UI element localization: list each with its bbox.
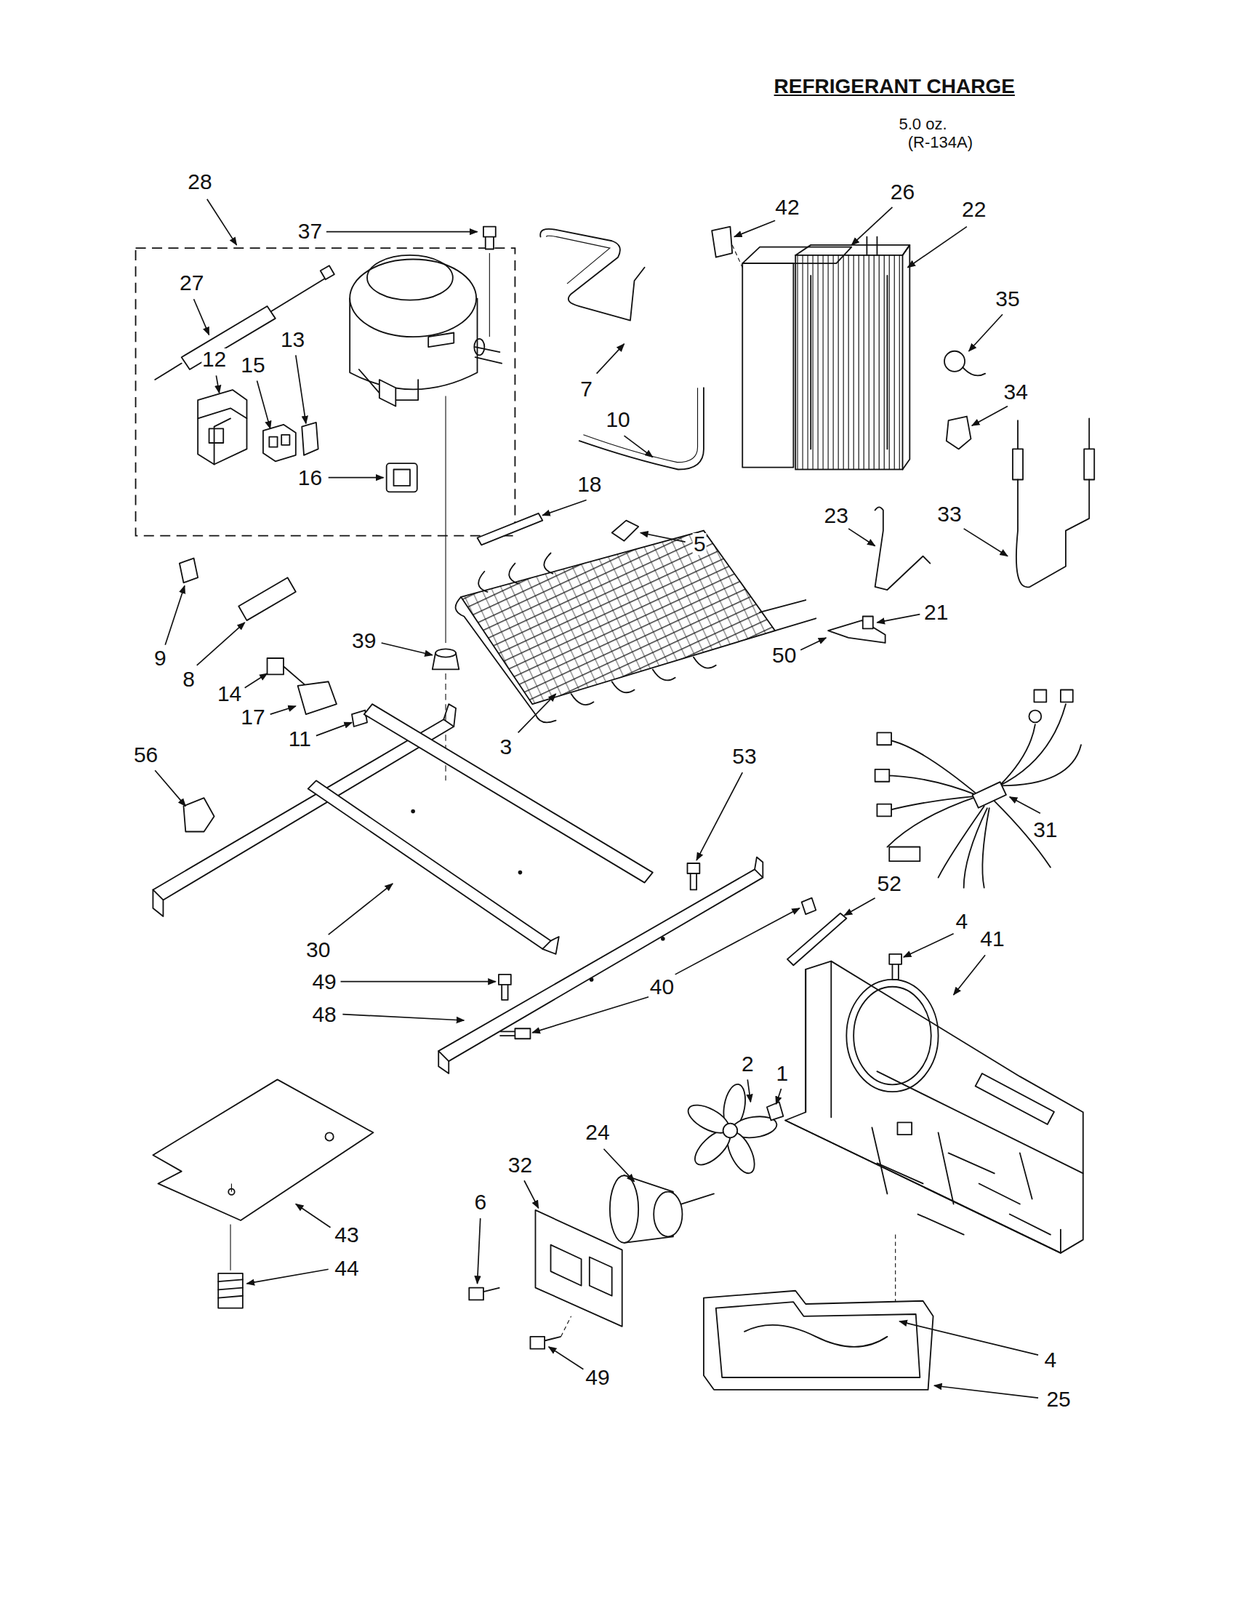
callout-number: 52 — [876, 872, 903, 895]
relay — [298, 681, 337, 714]
callout-number: 25 — [1045, 1387, 1071, 1410]
callout-number: 5 — [692, 532, 707, 555]
drier — [1012, 418, 1095, 587]
sensor — [944, 351, 986, 376]
callout-number: 26 — [889, 181, 916, 203]
shroud-base — [785, 961, 1084, 1253]
callout-number: 39 — [351, 629, 377, 652]
callout-number: 7 — [579, 378, 594, 400]
cover — [386, 463, 418, 492]
motor-bracket — [535, 1209, 622, 1327]
wire — [875, 506, 931, 590]
callout-number: 12 — [201, 348, 227, 371]
callout-number: 34 — [1003, 380, 1029, 403]
clip — [301, 422, 318, 456]
clip — [711, 226, 733, 258]
charge-note: 5.0 oz. — [898, 116, 949, 133]
callout-number: 18 — [576, 473, 602, 496]
callout-number: 27 — [178, 271, 205, 294]
screw — [801, 897, 817, 914]
callout-number: 15 — [239, 354, 266, 376]
tie — [477, 513, 544, 545]
group-outline — [135, 247, 516, 536]
callout-number: 13 — [279, 328, 306, 351]
frame — [152, 703, 763, 1074]
screw — [889, 953, 902, 980]
callout-number: 4 — [1043, 1348, 1058, 1371]
callout-number: 44 — [333, 1256, 360, 1279]
grommet — [432, 648, 459, 669]
callout-number: 16 — [297, 466, 323, 489]
callout-number: 35 — [994, 287, 1020, 310]
callout-number: 2 — [740, 1052, 755, 1075]
bracket — [828, 620, 886, 643]
callout-number: 28 — [186, 170, 213, 193]
clip — [946, 416, 972, 450]
callout-number: 33 — [936, 503, 962, 525]
callout-number: 49 — [584, 1366, 610, 1388]
callout-number: 56 — [133, 743, 159, 766]
callout-number: 4 — [955, 910, 970, 933]
overload — [263, 424, 296, 462]
screw — [529, 1336, 561, 1349]
callout-number: 49 — [311, 970, 337, 993]
spring — [218, 1224, 243, 1308]
insulation — [238, 577, 296, 621]
clip — [612, 520, 639, 541]
callout-number: 30 — [305, 938, 331, 961]
wire-harness — [875, 689, 1082, 887]
relay — [197, 389, 247, 464]
callout-number: 23 — [823, 504, 850, 527]
evaporator — [455, 530, 817, 723]
charge-note: (R-134A) — [907, 134, 974, 151]
callout-number: 32 — [507, 1153, 533, 1176]
screw — [498, 974, 512, 1000]
callout-number: 1 — [775, 1062, 790, 1084]
callout-number: 22 — [961, 198, 987, 221]
clip — [766, 1101, 783, 1120]
compressor — [349, 255, 502, 407]
callout-number: 37 — [297, 220, 323, 243]
screw — [687, 862, 700, 890]
callout-number: 11 — [287, 727, 312, 750]
plug — [179, 558, 198, 584]
leader-lines — [154, 199, 1041, 1398]
callout-number: 8 — [181, 668, 196, 690]
callout-number: 17 — [239, 705, 266, 728]
callout-number: 53 — [731, 745, 757, 767]
screw — [483, 226, 496, 250]
condenser — [742, 237, 910, 470]
capacitor-tube — [154, 265, 335, 380]
fan-blade — [684, 1082, 778, 1178]
heading: REFRIGERANT CHARGE — [773, 76, 1016, 97]
callout-number: 50 — [771, 644, 797, 666]
callout-number: 42 — [774, 196, 800, 219]
callout-number: 21 — [923, 601, 949, 624]
tie — [787, 913, 847, 966]
callout-number: 24 — [584, 1121, 610, 1143]
cover-plate — [152, 1078, 373, 1220]
callout-number: 31 — [1032, 818, 1058, 841]
clip — [183, 797, 215, 831]
fan-motor — [609, 1174, 714, 1243]
screw — [499, 1027, 530, 1039]
drain-pan — [703, 1290, 934, 1390]
callout-number: 40 — [649, 975, 675, 998]
callout-number: 10 — [604, 408, 631, 431]
callout-number: 48 — [311, 1003, 337, 1026]
callout-number: 14 — [216, 682, 243, 705]
tube — [540, 229, 645, 321]
callout-number: 41 — [979, 927, 1005, 950]
connector — [267, 657, 284, 674]
screw — [468, 1287, 500, 1300]
callout-number: 3 — [498, 735, 513, 758]
callout-number: 43 — [333, 1223, 360, 1246]
tube — [579, 387, 704, 469]
callout-number: 9 — [153, 647, 168, 669]
callout-number: 6 — [473, 1190, 488, 1213]
